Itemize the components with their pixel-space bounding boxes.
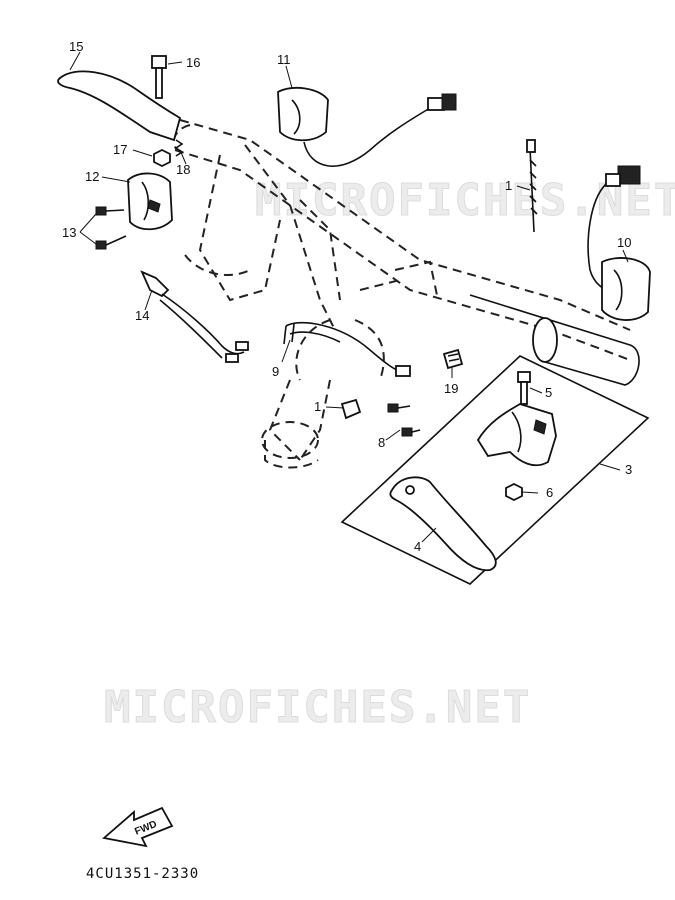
nut-6 xyxy=(505,482,523,502)
nut-17 xyxy=(153,148,171,168)
switch-12 xyxy=(127,172,173,231)
clip-19 xyxy=(442,348,464,370)
watermark-top: MICROFICHES.NET xyxy=(255,175,675,226)
screws-13 xyxy=(95,206,127,250)
right-grip xyxy=(469,294,640,386)
cable-1 xyxy=(526,139,538,233)
screw-7 xyxy=(340,398,362,420)
switch-9 xyxy=(283,321,411,377)
callout-16: 16 xyxy=(186,55,200,70)
clutch-lever xyxy=(57,70,182,142)
lever-bracket xyxy=(476,403,557,467)
callout-9: 9 xyxy=(272,364,279,379)
assembly-box-3 xyxy=(340,355,650,585)
fwd-arrow-icon: FWD xyxy=(102,806,174,848)
callout-11: 11 xyxy=(277,52,291,67)
part-code: 4CU1351-2330 xyxy=(86,866,200,882)
bolt-5 xyxy=(517,371,531,405)
callout-15: 15 xyxy=(69,39,83,54)
callout-14: 14 xyxy=(135,308,149,323)
callout-7: 1 xyxy=(314,399,321,414)
callout-8: 8 xyxy=(378,435,385,450)
callout-12: 12 xyxy=(85,169,99,184)
switch-14 xyxy=(140,270,249,363)
callout-13: 13 xyxy=(62,225,76,240)
handlebar-outline xyxy=(172,119,631,469)
callout-10: 10 xyxy=(617,235,631,250)
brake-lever-4 xyxy=(389,476,497,572)
callout-5: 5 xyxy=(545,385,552,400)
callout-6: 6 xyxy=(546,485,553,500)
callout-18: 18 xyxy=(176,162,190,177)
callout-3: 3 xyxy=(625,462,632,477)
watermark-bottom: MICROFICHES.NET xyxy=(104,682,531,733)
callout-17: 17 xyxy=(113,142,127,157)
switch-11 xyxy=(277,86,457,167)
callout-1a: 1 xyxy=(505,178,512,193)
spring-18 xyxy=(174,139,184,157)
screws-8 xyxy=(387,403,421,437)
switch-10 xyxy=(587,165,651,321)
callouts: 15 16 17 18 12 13 11 1 10 14 9 1 8 19 5 … xyxy=(62,39,632,554)
callout-19: 19 xyxy=(444,381,458,396)
leader-lines xyxy=(69,51,629,543)
bolt-16 xyxy=(151,55,167,99)
callout-4: 4 xyxy=(414,539,421,554)
